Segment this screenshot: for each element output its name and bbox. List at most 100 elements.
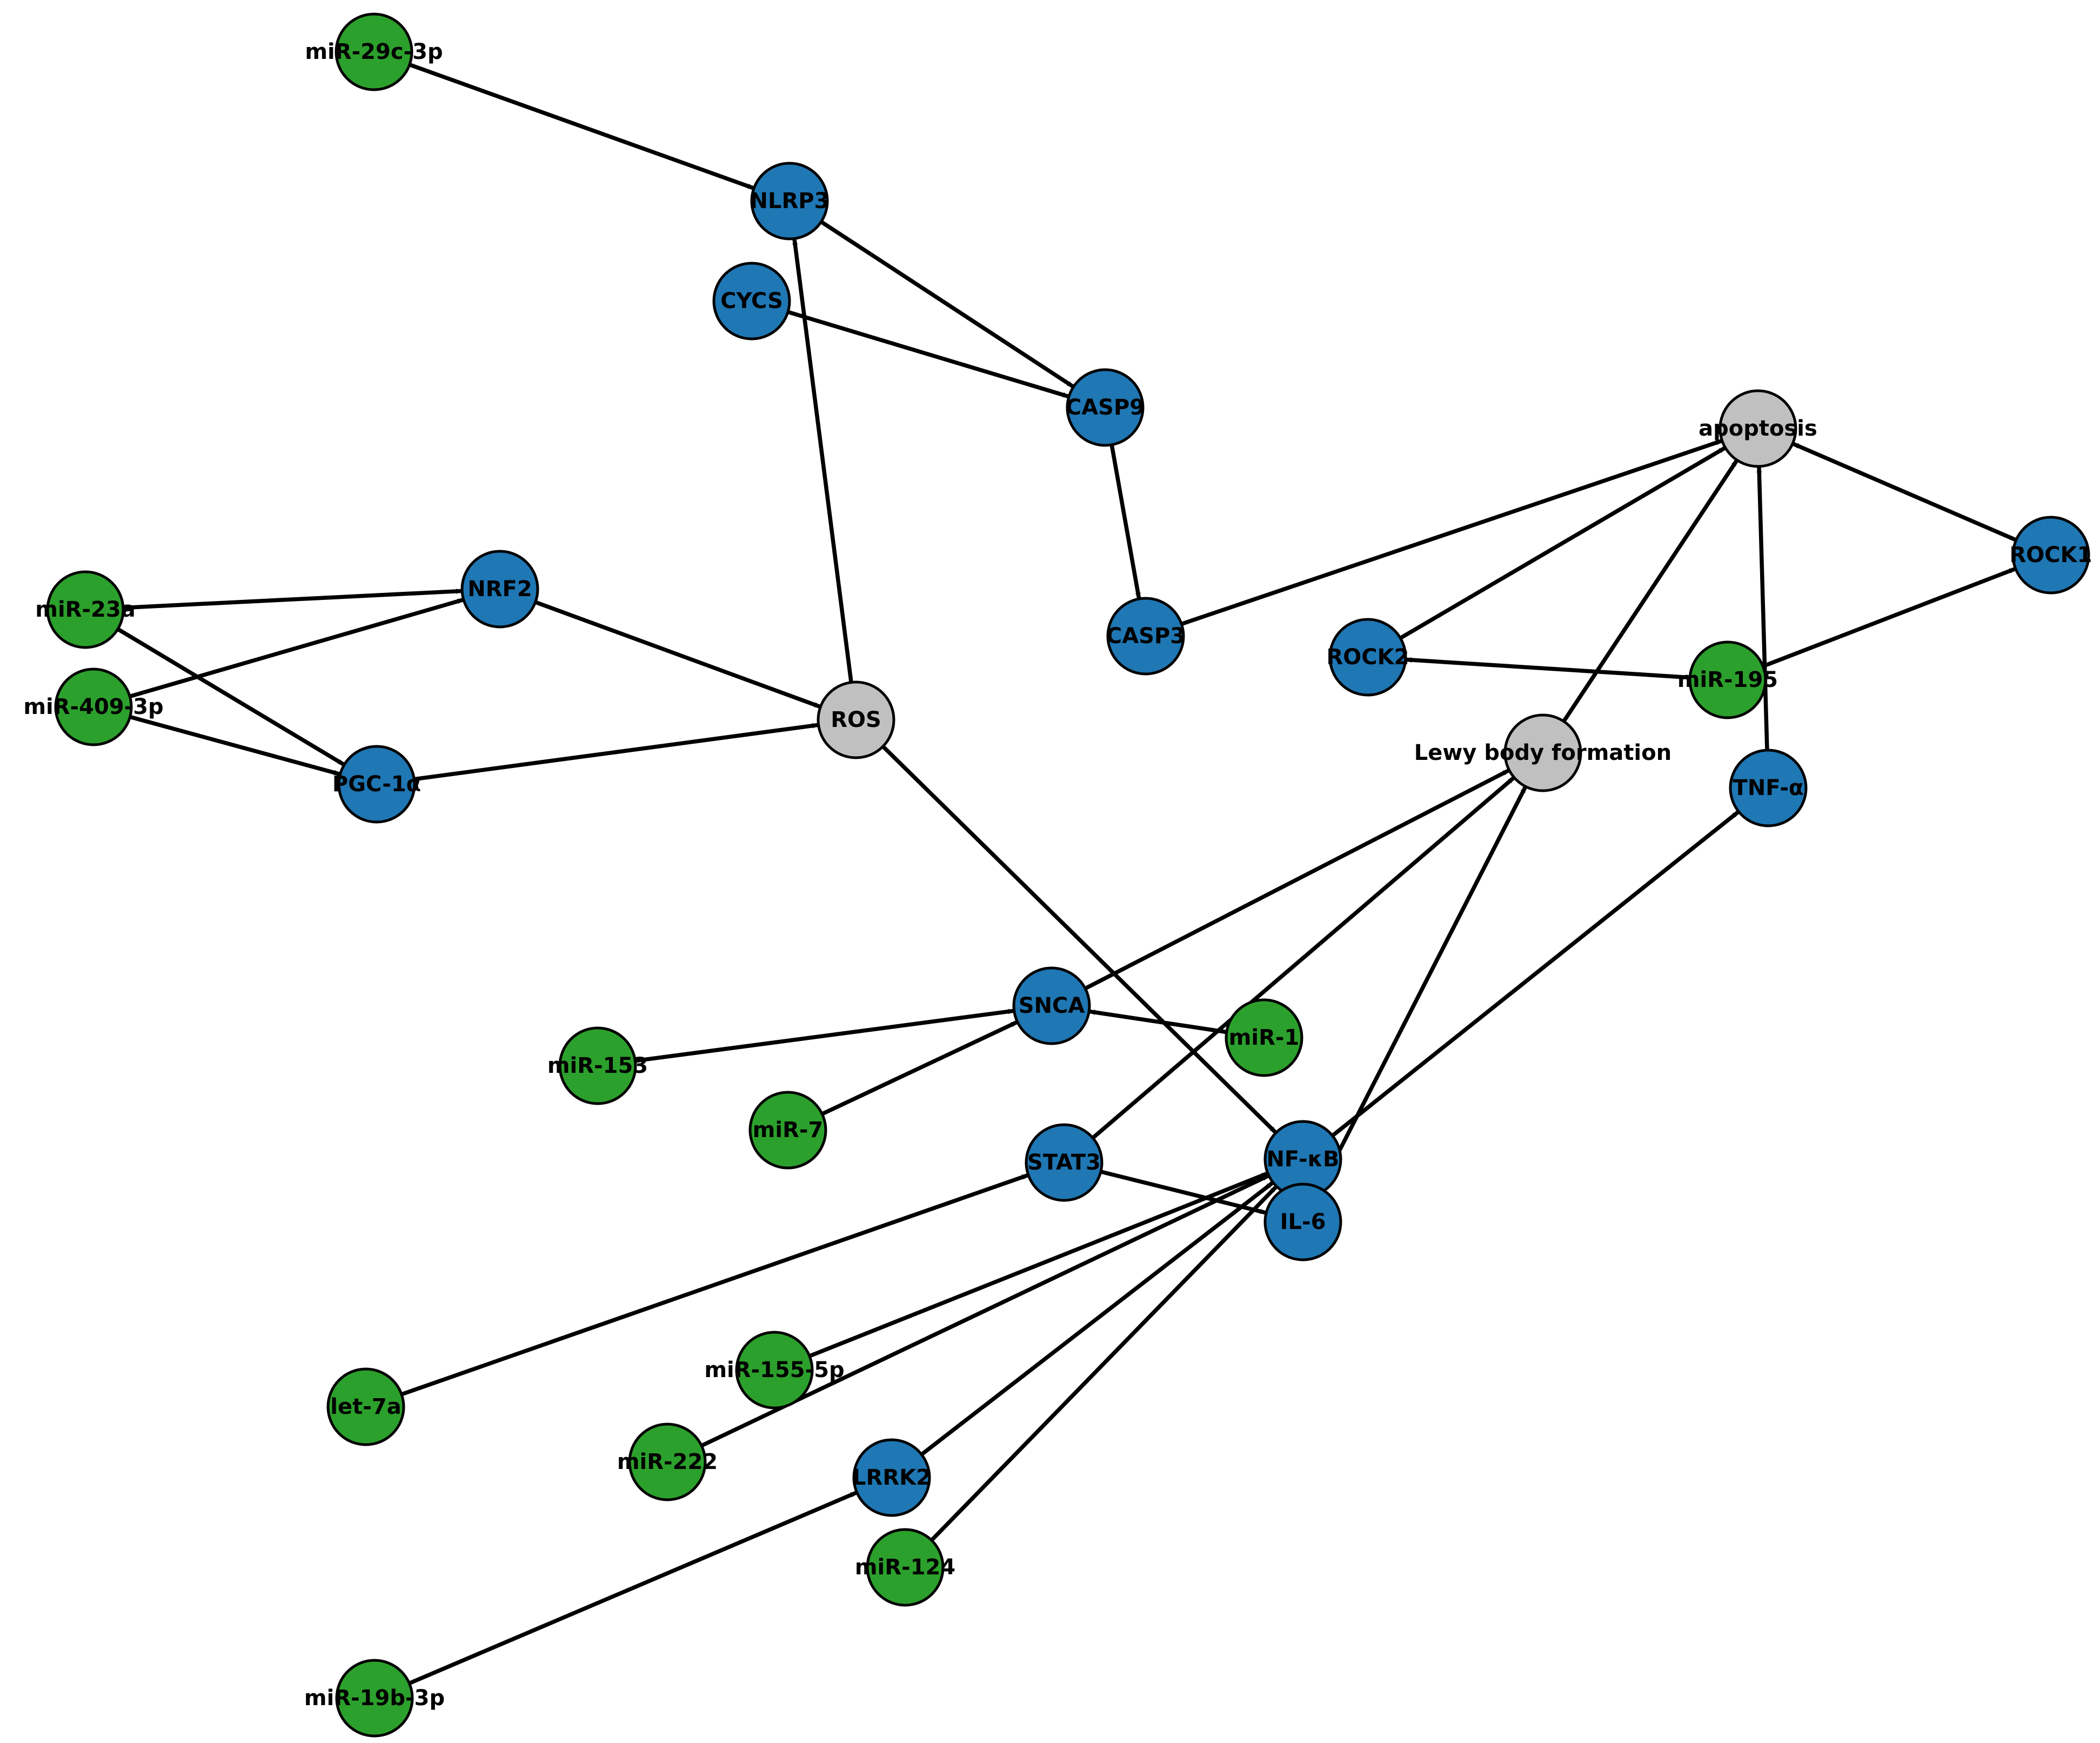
node-label-TNF-a: TNF-α (1733, 776, 1804, 800)
node-circle-miR-409-3p (54, 667, 133, 746)
node-label-NF-kB: NF-κB (1266, 1147, 1339, 1172)
edge-miR-23a-to-NRF2 (123, 589, 462, 610)
node-miR-23a: miR-23a (35, 570, 136, 649)
edge-CASP9-to-CASP3 (1109, 444, 1141, 599)
edge-miR-124-to-NF-kB (930, 1185, 1278, 1542)
node-circle-miR-153 (558, 1026, 637, 1105)
edge-miR-1-to-SNCA (1089, 1009, 1227, 1034)
node-label-miR-409-3p: miR-409-3p (23, 694, 163, 719)
node-label-miR-29c-3p: miR-29c-3p (305, 39, 443, 64)
node-miR-409-3p: miR-409-3p (23, 667, 164, 746)
edge-ROS-to-NLRP3 (792, 239, 853, 683)
node-circle-ROCK2 (1328, 618, 1407, 697)
node-circle-miR-23a (46, 570, 125, 649)
edge-let-7a-to-STAT3 (400, 1173, 1028, 1397)
edge-TNF-a-to-apoptosis (1756, 466, 1769, 751)
node-circle-apoptosis (1718, 389, 1797, 468)
node-label-let-7a: let-7a (330, 1394, 401, 1419)
edge-miR-23a-to-PGC-1a (117, 627, 345, 766)
edge-miR-29c-3p-to-NLRP3 (409, 63, 754, 190)
edge-SNCA-to-Lewy body formation (1084, 769, 1509, 991)
node-label-NRF2: NRF2 (467, 577, 532, 602)
node-label-CASP9: CASP9 (1066, 395, 1145, 420)
node-circle-let-7a (326, 1367, 405, 1446)
edge-miR-153-to-SNCA (634, 1009, 1014, 1063)
node-IL-6: IL-6 (1263, 1183, 1342, 1261)
node-label-STAT3: STAT3 (1027, 1150, 1101, 1175)
node-label-miR-195: miR-195 (1677, 667, 1778, 692)
node-circle-CASP9 (1066, 368, 1145, 447)
node-TNF-a: TNF-α (1729, 749, 1808, 827)
node-NLRP3: NLRP3 (750, 162, 830, 241)
node-circle-Lewy body formation (1503, 713, 1582, 792)
node-label-ROCK2: ROCK2 (1327, 645, 1409, 670)
edges-layer (117, 63, 2017, 1685)
node-circle-NRF2 (460, 550, 539, 629)
edge-miR-155-5p-to-NF-kB (808, 1172, 1268, 1358)
edge-NLRP3-to-CASP9 (820, 220, 1074, 388)
node-apoptosis: apoptosis (1698, 389, 1817, 468)
node-ROCK1: ROCK1 (2010, 516, 2092, 595)
node-STAT3: STAT3 (1025, 1123, 1103, 1202)
node-CASP9: CASP9 (1066, 368, 1145, 447)
node-label-CYCS: CYCS (720, 289, 783, 313)
node-NRF2: NRF2 (460, 550, 539, 629)
node-circle-PGC-1a (337, 745, 416, 824)
node-let-7a: let-7a (326, 1367, 405, 1446)
node-circle-IL-6 (1263, 1183, 1342, 1261)
node-circle-SNCA (1012, 966, 1091, 1045)
node-ROCK2: ROCK2 (1327, 618, 1409, 697)
node-miR-1: miR-1 (1225, 998, 1303, 1077)
edge-miR-7-to-SNCA (821, 1020, 1018, 1116)
node-miR-124: miR-124 (855, 1528, 955, 1607)
edge-STAT3-to-Lewy body formation (1091, 776, 1515, 1140)
node-miR-195: miR-195 (1677, 640, 1778, 719)
edge-miR-195-to-ROCK1 (1762, 567, 2016, 669)
edge-miR-195-to-ROCK2 (1406, 657, 1690, 680)
node-CASP3: CASP3 (1106, 597, 1185, 676)
node-circle-miR-1 (1225, 998, 1303, 1077)
node-PGC-1a: PGC-1α (332, 745, 421, 824)
node-label-miR-23a: miR-23a (35, 597, 135, 622)
node-label-miR-222: miR-222 (617, 1450, 718, 1474)
node-NF-kB: NF-κB (1263, 1120, 1342, 1199)
node-miR-29c-3p: miR-29c-3p (305, 12, 443, 91)
node-circle-NLRP3 (750, 162, 829, 241)
node-miR-7: miR-7 (748, 1091, 827, 1170)
node-circle-miR-19b-3p (335, 1659, 414, 1738)
node-circle-CYCS (712, 262, 791, 340)
node-label-miR-7: miR-7 (753, 1118, 824, 1143)
edge-Lewy body formation-to-apoptosis (1562, 459, 1738, 723)
edge-miR-409-3p-to-PGC-1a (129, 714, 340, 776)
edge-ROS-to-NF-kB (881, 745, 1277, 1134)
edge-ROCK2-to-apoptosis (1399, 446, 1726, 640)
node-label-SNCA: SNCA (1019, 993, 1085, 1018)
edge-CYCS-to-CASP9 (787, 310, 1069, 398)
node-circle-miR-124 (866, 1528, 945, 1607)
node-circle-TNF-a (1729, 749, 1808, 827)
node-SNCA: SNCA (1012, 966, 1091, 1045)
node-label-NLRP3: NLRP3 (750, 189, 830, 213)
edge-IL-6-to-Lewy body formation (1318, 786, 1527, 1190)
edge-miR-409-3p-to-NRF2 (129, 598, 463, 699)
node-label-IL-6: IL-6 (1280, 1210, 1326, 1234)
node-circle-miR-222 (628, 1423, 707, 1501)
node-label-Lewy body formation: Lewy body formation (1414, 740, 1671, 765)
edge-LRRK2-to-NF-kB (920, 1181, 1274, 1457)
node-miR-153: miR-153 (547, 1026, 648, 1105)
node-circle-LRRK2 (852, 1438, 931, 1517)
edge-NF-kB-to-TNF-a (1331, 810, 1740, 1138)
node-circle-ROS (817, 680, 895, 759)
node-miR-155-5p: miR-155-5p (704, 1331, 845, 1410)
edge-ROCK1-to-apoptosis (1793, 442, 2017, 542)
edge-miR-19b-3p-to-LRRK2 (408, 1491, 857, 1685)
node-miR-19b-3p: miR-19b-3p (304, 1659, 445, 1738)
node-label-miR-124: miR-124 (855, 1555, 955, 1580)
node-circle-CASP3 (1106, 597, 1185, 676)
node-label-miR-1: miR-1 (1229, 1025, 1300, 1050)
node-circle-STAT3 (1025, 1123, 1103, 1202)
node-label-PGC-1a: PGC-1α (332, 772, 421, 797)
node-circle-ROCK1 (2011, 516, 2090, 595)
